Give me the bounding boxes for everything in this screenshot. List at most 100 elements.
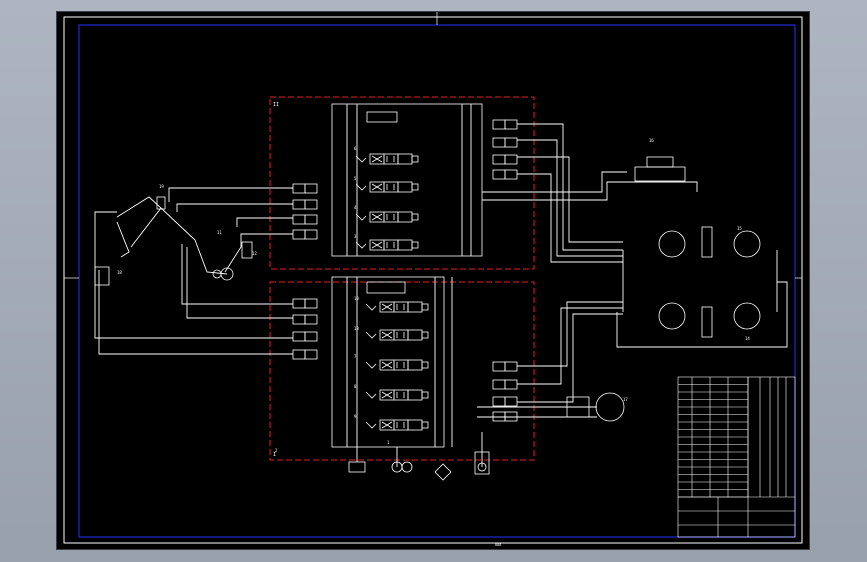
spool-valve-upper [355,181,419,193]
check-valve [292,331,306,342]
valve-actuator [365,391,377,399]
valve-cell [407,419,423,431]
valve-arrow [381,391,393,399]
check-valve [304,298,318,309]
hydraulic-line [168,187,293,202]
valve-actuator [365,421,377,429]
valve-arrow [381,331,393,339]
valve-spring [411,241,419,249]
component-number: 15 [737,226,742,231]
cylinder-rod [646,156,674,168]
valve-arrow [381,361,393,369]
valve-actuator [365,303,377,311]
manifold-upper [331,103,483,257]
bottom-center-mark: 888 [495,543,501,547]
valve-cell [393,329,409,341]
relief-valve [504,154,518,165]
drawing-frame [78,24,796,538]
component-number: 8 [354,384,357,389]
valve-arrow [371,213,383,221]
valve-cell [383,239,399,251]
component-number: 18 [117,270,122,275]
check-valve [304,314,318,325]
component-number: 4 [354,205,357,210]
component-number: 10 [354,296,359,301]
relief-valve [492,137,506,148]
relief-valve [504,169,518,180]
component-number: 11 [217,230,222,235]
valve-cell [397,181,413,193]
excavator-boom [116,196,162,248]
valve-cell [383,211,399,223]
valve-cell [393,389,409,401]
valve-actuator [365,361,377,369]
spool-valve-lower [365,301,429,313]
hydraulic-motor [733,230,761,258]
valve-cell [393,359,409,371]
spool-valve-upper [355,153,419,165]
valve-cell [397,211,413,223]
component-number: 1 [387,440,390,445]
component-number: 14 [745,336,750,341]
valve-arrow [381,303,393,311]
valve-block-label-lower: I [273,452,276,458]
check-valve [304,331,318,342]
valve-cell [407,329,423,341]
valve-arrow [371,183,383,191]
boom-cylinder [156,196,166,210]
pump [401,461,413,473]
check-valve [304,214,318,225]
valve-cell [393,301,409,313]
valve-cell [383,153,399,165]
component-number: 2 [275,448,278,453]
valve-spring [421,361,429,369]
valve-actuator [355,183,367,191]
check-valve [304,199,318,210]
manifold-lower [331,276,445,448]
valve-cell [407,389,423,401]
hydraulic-line [482,171,627,193]
hydraulic-line [176,203,293,212]
brake-valve [701,306,713,338]
valve-cell [407,359,423,371]
valve-actuator [355,213,367,221]
hydraulic-line [517,301,623,367]
hydraulic-line [181,244,293,305]
hydraulic-line [517,123,623,251]
check-valve [292,314,306,325]
spool-valve-upper [355,239,419,251]
spool-valve-lower [365,389,429,401]
valve-spring [421,391,429,399]
component-number: 13 [354,326,359,331]
valve-spring [421,331,429,339]
hydraulic-line [98,270,293,355]
hydraulic-motor [658,302,686,330]
valve-spring [421,303,429,311]
component-number: 12 [252,251,257,256]
hydraulic-line [236,217,293,227]
hydraulic-line [186,247,293,319]
hydraulic-line [94,211,293,339]
check-valve [304,229,318,240]
component-number: 3 [354,234,357,239]
valve-spring [421,421,429,429]
hydraulic-line [517,156,623,243]
valve-spring [411,183,419,191]
valve-spring [411,213,419,221]
hydraulic-line [616,281,788,348]
relief-valve [504,361,518,372]
relief-valve [492,154,506,165]
check-valve [304,349,318,360]
engine [348,461,366,473]
hydraulic-line [517,139,623,257]
check-valve [292,229,306,240]
component-number: 6 [354,146,357,151]
hydraulic-line [482,181,698,201]
hydraulic-motor [658,230,686,258]
hydraulic-motor [733,302,761,330]
gauge [477,462,487,472]
valve-actuator [355,241,367,249]
